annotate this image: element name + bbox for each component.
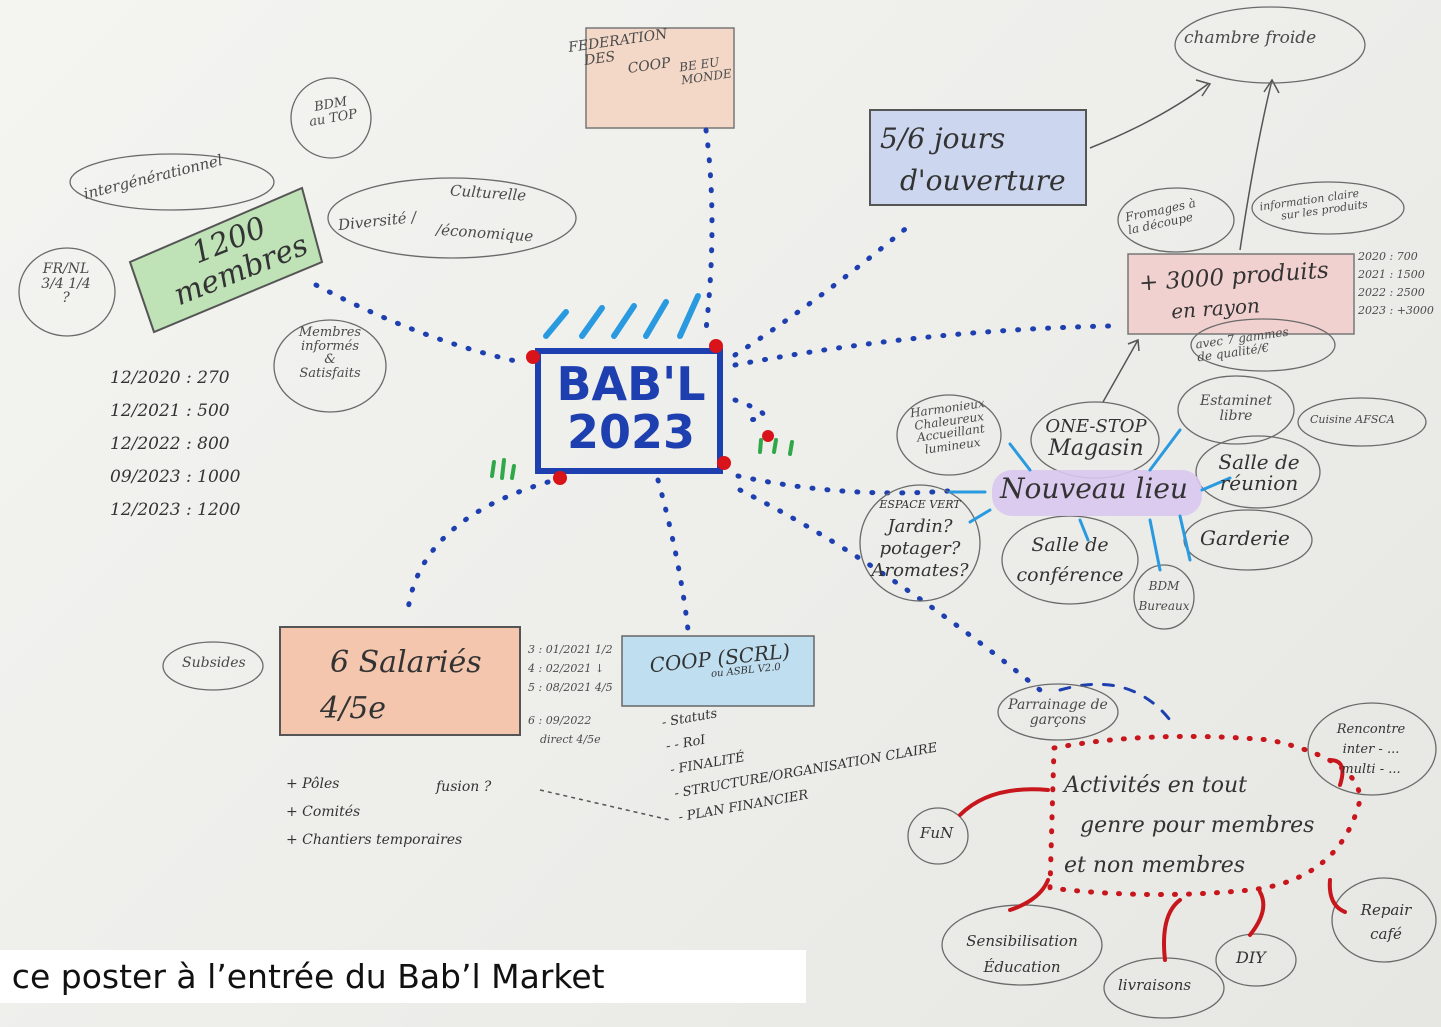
central-title-line2: 2023 xyxy=(566,405,696,459)
offices-line1: BDM xyxy=(1148,579,1180,593)
products-history-row: 2022 : 2500 xyxy=(1358,286,1425,299)
timeline-row: 12/2022 : 800 xyxy=(110,434,230,454)
products-history-row: 2023 : +3000 xyxy=(1358,304,1434,317)
opening-line1: 5/6 jours xyxy=(880,122,1006,155)
conference-line1: Salle de xyxy=(1031,534,1109,556)
employees-box: 6 Salariés 4/5e xyxy=(300,640,482,732)
informed-members-bubble: Membres informés & Satisfaits xyxy=(282,326,378,381)
awareness-line2: Éducation xyxy=(983,958,1061,976)
conference-line2: conférence xyxy=(1016,564,1124,586)
awareness-line1: Sensibilisation xyxy=(966,932,1078,950)
timeline-row: 12/2023 : 1200 xyxy=(110,500,241,520)
timeline-row: 09/2023 : 1000 xyxy=(110,467,241,487)
one-stop-line2: Magasin xyxy=(1048,435,1144,461)
fusion-note: fusion ? xyxy=(436,779,492,795)
products-history-row: 2020 : 700 xyxy=(1358,250,1418,263)
green-space-line: potager? xyxy=(879,538,961,559)
timeline-row: 12/2021 : 500 xyxy=(110,401,230,421)
cold-room-bubble: chambre froide xyxy=(1184,28,1317,48)
tavern-bubble: Estaminet libre xyxy=(1188,394,1284,423)
employees-line1: 6 Salariés xyxy=(330,645,482,680)
offices-line2: Bureaux xyxy=(1138,599,1190,613)
green-space-line: Jardin? xyxy=(887,516,953,537)
meetup-line: multi - ... xyxy=(1341,762,1401,777)
conference-room-bubble: Salle de conférence xyxy=(1010,530,1130,590)
employees-history-row: 4 : 02/2021 ↓ xyxy=(528,662,605,675)
informed-line4: Satisfaits xyxy=(299,365,361,381)
meetup-bubble: Rencontre inter - ... multi - ... xyxy=(1312,720,1430,780)
products-history-row: 2021 : 1500 xyxy=(1358,268,1425,281)
activities-cloud: Activités en tout genre pour membres et … xyxy=(1064,766,1314,886)
sponsorship-line1: Parrainage de xyxy=(1008,697,1108,713)
sponsorship-bubble: Parrainage de garçons xyxy=(1000,698,1116,727)
meetup-line: Rencontre xyxy=(1336,722,1406,737)
meeting-room-line2: réunion xyxy=(1219,471,1299,495)
central-title-line1: BAB'L xyxy=(556,357,706,411)
activities-line2: genre pour membres xyxy=(1080,813,1315,838)
informed-line1: Membres xyxy=(298,325,362,340)
frnl-bubble: FR/NL 3/4 1/4 ? xyxy=(28,262,104,306)
caption-banner: z ce poster à l’entrée du Bab’l Market xyxy=(0,950,806,1003)
products-history: 2020 : 700 2021 : 1500 2022 : 2500 2023 … xyxy=(1358,248,1434,320)
employees-history-row: 6 : 09/2022 xyxy=(528,714,592,727)
informed-line2: informés xyxy=(300,338,360,354)
repair-line1: Repair xyxy=(1360,901,1412,919)
meeting-room-bubble: Salle de réunion xyxy=(1204,452,1314,494)
activities-line1: Activités en tout xyxy=(1064,773,1247,798)
frnl-line3: ? xyxy=(62,290,70,307)
repair-cafe-bubble: Repair café xyxy=(1344,898,1428,946)
deliveries-bubble: livraisons xyxy=(1118,976,1192,994)
central-title: BAB'L 2023 xyxy=(548,360,714,456)
daycare-bubble: Garderie xyxy=(1200,526,1290,550)
employees-history-row: 5 : 08/2021 4/5 xyxy=(528,681,613,694)
meeting-room-line1: Salle de xyxy=(1218,450,1300,474)
green-space-bubble: ESPACE VERT Jardin? potager? Aromates? xyxy=(860,494,980,582)
new-place-label: Nouveau lieu xyxy=(1000,472,1188,505)
awareness-bubble: Sensibilisation Éducation xyxy=(946,928,1098,980)
one-stop-line1: ONE-STOP xyxy=(1045,416,1147,437)
frnl-line2: 3/4 1/4 xyxy=(41,275,91,292)
subsidies-bubble: Subsides xyxy=(182,655,246,671)
tavern-line2: libre xyxy=(1219,407,1253,424)
activities-line3: et non membres xyxy=(1064,853,1246,878)
employees-history: 3 : 01/2021 1/2 4 : 02/2021 ↓ 5 : 08/202… xyxy=(528,640,613,749)
poles-list: + Pôles + Comités + Chantiers temporaire… xyxy=(286,770,462,854)
green-space-line: Aromates? xyxy=(871,560,969,581)
poles-item: + Chantiers temporaires xyxy=(286,832,463,848)
opening-days-box: 5/6 jours d'ouverture xyxy=(880,118,1066,202)
employees-history-row: 3 : 01/2021 1/2 xyxy=(528,643,613,656)
poles-item: + Comités xyxy=(286,804,361,820)
opening-line2: d'ouverture xyxy=(900,164,1066,197)
tavern-line1: Estaminet xyxy=(1199,393,1273,409)
frnl-line1: FR/NL xyxy=(42,261,90,277)
timeline-row: 12/2020 : 270 xyxy=(110,368,230,388)
offices-bubble: BDM Bureaux xyxy=(1138,576,1190,616)
repair-line2: café xyxy=(1370,925,1402,943)
meetup-line: inter - ... xyxy=(1342,742,1400,757)
one-stop-bubble: ONE-STOP Magasin xyxy=(1036,416,1156,461)
kitchen-bubble: Cuisine AFSCA xyxy=(1310,413,1395,426)
employees-line2: 4/5e xyxy=(320,691,387,726)
green-space-line: ESPACE VERT xyxy=(879,498,961,511)
diy-bubble: DIY xyxy=(1236,948,1266,967)
employees-history-row: direct 4/5e xyxy=(540,733,601,746)
membership-timeline: 12/2020 : 270 12/2021 : 500 12/2022 : 80… xyxy=(110,362,240,527)
sponsorship-line2: garçons xyxy=(1029,711,1087,728)
informed-line3: & xyxy=(324,352,336,368)
fun-bubble: FuN xyxy=(920,824,954,842)
poles-item: + Pôles xyxy=(286,776,340,792)
